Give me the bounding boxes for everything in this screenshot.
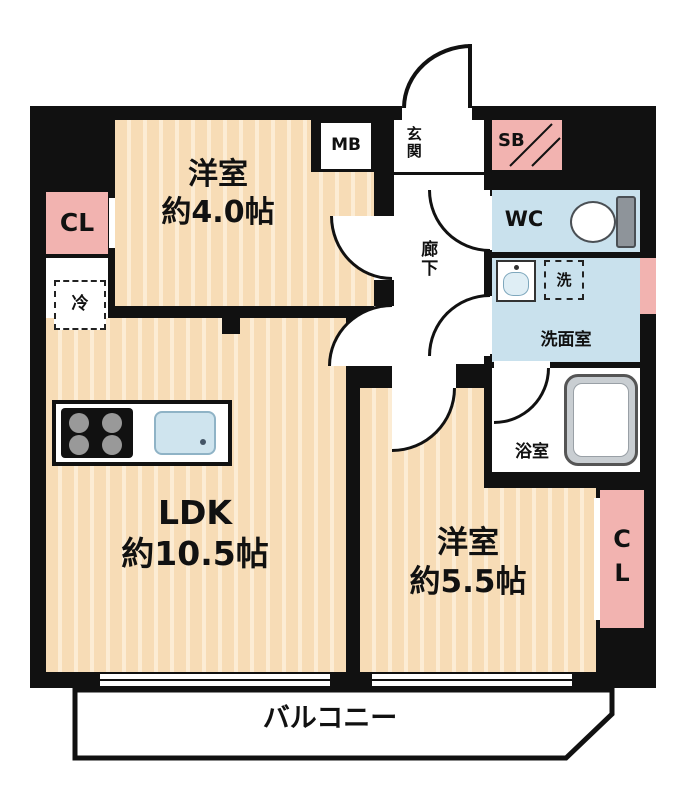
ldk-label: LDK 約10.5帖 bbox=[55, 492, 335, 575]
entrance-step-line bbox=[394, 172, 484, 175]
closet-right: CL bbox=[600, 490, 644, 628]
refrigerator-label: 冷 bbox=[71, 294, 89, 315]
western-b-window bbox=[372, 674, 572, 686]
meter-box-label: MB bbox=[331, 135, 361, 156]
refrigerator-space: 冷 bbox=[54, 280, 106, 330]
wall-notch bbox=[222, 318, 240, 334]
western-b-name: 洋室 bbox=[437, 525, 499, 561]
shoe-box-label: SB bbox=[498, 130, 525, 151]
wc-label: WC bbox=[504, 207, 544, 231]
washbasin-icon bbox=[496, 260, 536, 302]
ldk-name: LDK bbox=[158, 493, 232, 532]
toilet-icon bbox=[570, 196, 640, 248]
hallway-label: 廊下 bbox=[417, 240, 438, 278]
pipe-space bbox=[640, 258, 656, 314]
western-b-label: 洋室 約5.5帖 bbox=[353, 524, 583, 602]
entrance-door-arc-icon bbox=[402, 44, 472, 108]
room-western-a-upper bbox=[115, 120, 311, 172]
laundry-label: 洗 bbox=[556, 270, 572, 289]
closet-left: CL bbox=[46, 192, 108, 254]
bathroom-label: 浴室 bbox=[515, 442, 549, 462]
room-ldk bbox=[46, 318, 346, 672]
laundry-space: 洗 bbox=[544, 260, 584, 300]
closet-left-opening bbox=[109, 198, 115, 248]
stove-icon bbox=[61, 408, 133, 458]
closet-right-label: CL bbox=[608, 525, 636, 593]
balcony-label: バルコニー bbox=[262, 703, 398, 734]
bathtub-icon bbox=[564, 374, 638, 466]
western-a-name: 洋室 bbox=[188, 157, 248, 192]
western-a-label: 洋室 約4.0帖 bbox=[118, 156, 318, 231]
western-a-size: 約4.0帖 bbox=[161, 194, 275, 230]
washroom-label: 洗面室 bbox=[540, 330, 592, 350]
western-b-size: 約5.5帖 bbox=[409, 563, 527, 600]
meter-box: MB bbox=[318, 120, 374, 172]
western-b-door-gap bbox=[392, 364, 456, 388]
entrance-door-gap bbox=[402, 106, 472, 120]
room-western-a bbox=[115, 172, 374, 306]
room-western-b-right bbox=[484, 488, 596, 672]
kitchen-sink-icon bbox=[154, 411, 216, 455]
kitchen-counter bbox=[52, 400, 232, 466]
ldk-window bbox=[100, 674, 330, 686]
closet-left-label: CL bbox=[59, 208, 95, 238]
entrance-label: 玄関 bbox=[404, 126, 423, 160]
ldk-size: 約10.5帖 bbox=[121, 534, 269, 574]
bathroom-door-gap bbox=[494, 361, 550, 369]
closet-right-opening bbox=[594, 498, 600, 620]
